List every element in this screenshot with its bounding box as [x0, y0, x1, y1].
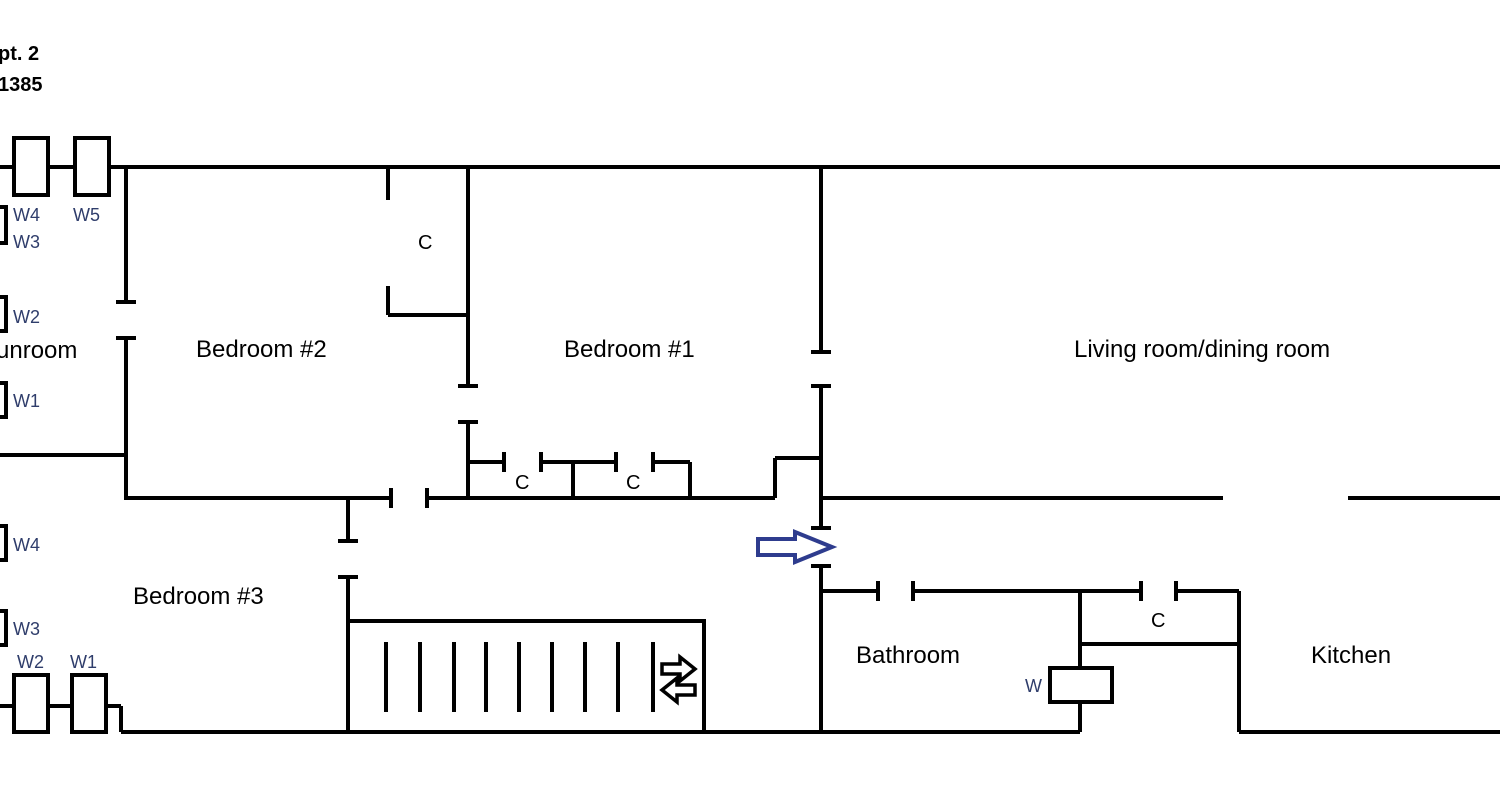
window-label: W2 — [17, 652, 44, 672]
up-down-arrow-icon — [659, 653, 698, 706]
window-top-w4 — [12, 136, 50, 197]
closet-label: C — [515, 472, 529, 494]
window-bottom-w4 — [0, 524, 8, 562]
window-label: W — [1025, 676, 1042, 696]
entry-arrow-icon — [756, 529, 838, 565]
windows — [0, 136, 1114, 734]
window-label: W4 — [13, 205, 40, 225]
window-label: W1 — [70, 652, 97, 672]
window-label: W3 — [13, 619, 40, 639]
window-label: W1 — [13, 391, 40, 411]
room-label-bedroom-1: Bedroom #1 — [564, 336, 695, 363]
apartment-label: pt. 2 — [0, 43, 39, 65]
window-bathroom — [1048, 666, 1114, 704]
walls — [0, 165, 1500, 734]
window-bottom-w1 — [70, 673, 108, 734]
window-label: W5 — [73, 205, 100, 225]
room-label-kitchen: Kitchen — [1311, 642, 1391, 669]
window-label: W3 — [13, 232, 40, 252]
window-bottom-w3 — [0, 609, 8, 647]
window-bottom-w2 — [12, 673, 50, 734]
window-top-w3 — [0, 205, 8, 245]
window-top-w1 — [0, 381, 8, 419]
room-label-bedroom-3: Bedroom #3 — [133, 583, 264, 610]
window-top-w2 — [0, 295, 8, 333]
stairwell — [346, 619, 706, 734]
room-label-bathroom: Bathroom — [856, 642, 960, 669]
window-top-w5 — [73, 136, 111, 197]
window-label: W2 — [13, 307, 40, 327]
closet-label: C — [1151, 610, 1165, 632]
stairs — [346, 619, 706, 734]
window-label: W4 — [13, 535, 40, 555]
room-label-living-dining: Living room/dining room — [1074, 336, 1330, 363]
room-label-sunroom: unroom — [0, 337, 77, 364]
room-label-bedroom-2: Bedroom #2 — [196, 336, 327, 363]
closet-label: C — [418, 232, 432, 254]
apartment-number: 1385 — [0, 74, 43, 96]
closet-label: C — [626, 472, 640, 494]
